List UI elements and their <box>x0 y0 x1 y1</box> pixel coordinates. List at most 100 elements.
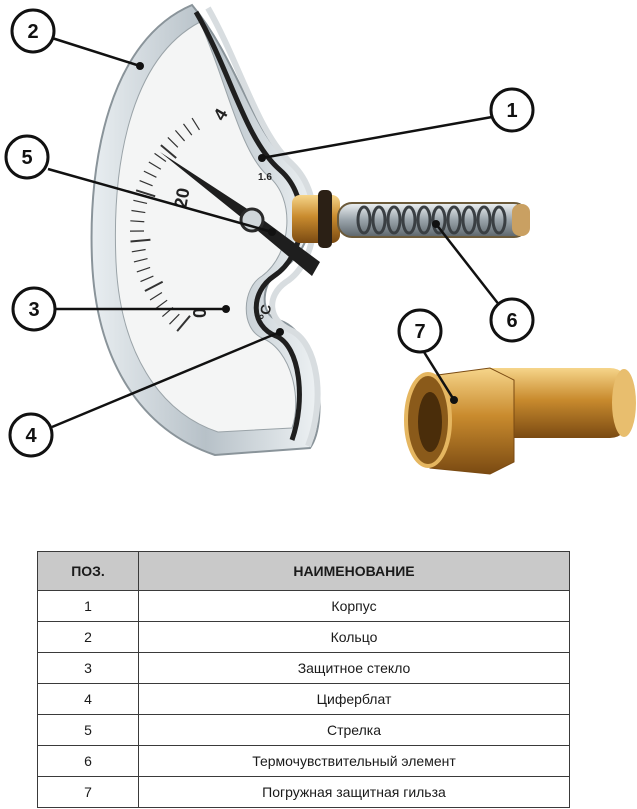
dial-tick <box>160 144 177 159</box>
dial-unit: °C <box>256 303 274 321</box>
thermometer-diagram: 4 20 0 1.6 °C 1 2 3 4 <box>4 3 636 475</box>
callout-5-label: 5 <box>21 147 32 169</box>
housing-cut-edge <box>193 10 304 441</box>
callout-5: 5 <box>4 134 50 180</box>
row-name: Термочувствительный элемент <box>138 745 570 777</box>
callout-6-label: 6 <box>506 310 517 332</box>
row-name: Кольцо <box>138 621 570 653</box>
sensing-coil <box>356 205 507 235</box>
leader-5-dot <box>268 228 276 236</box>
dial-tick <box>130 238 151 243</box>
dial-tick <box>149 292 163 301</box>
dial-tick <box>131 209 146 214</box>
dial-tick <box>131 248 146 253</box>
coil-turn <box>431 205 447 235</box>
coil-turn <box>356 205 372 235</box>
brass-collar <box>292 195 340 243</box>
row-pos: 4 <box>37 683 139 715</box>
coil-turn <box>476 205 492 235</box>
coil-turn <box>491 205 507 235</box>
dial-tick <box>155 299 168 309</box>
dial-tick <box>154 152 167 162</box>
dial-tick <box>133 199 148 205</box>
dial-tick <box>176 315 191 332</box>
row-pos: 1 <box>37 590 139 622</box>
leader-6-dot <box>432 220 440 228</box>
leader-7 <box>422 351 456 401</box>
row-pos: 7 <box>37 776 139 808</box>
dial-small-mark: 1.6 <box>258 172 272 183</box>
callout-4: 4 <box>8 412 54 458</box>
coil-turn <box>416 205 432 235</box>
dial-number-0: 0 <box>190 308 210 318</box>
callout-2: 2 <box>10 8 56 54</box>
callout-4-label: 4 <box>25 425 37 447</box>
dial-tick <box>130 220 145 223</box>
sensing-tube-tip <box>512 204 530 236</box>
dial-tick <box>135 189 156 198</box>
dial-tick <box>169 313 180 325</box>
leader-2 <box>51 36 141 68</box>
coil-turn <box>446 205 462 235</box>
brass-collar-ring <box>318 190 332 248</box>
callout-7: 7 <box>397 308 443 354</box>
sleeve-tube-end <box>612 369 636 437</box>
leader-5 <box>47 167 273 234</box>
dial-tick <box>174 129 186 142</box>
dial-tick <box>133 257 148 263</box>
pointer-needle <box>160 152 320 276</box>
coil-turn <box>461 205 477 235</box>
callout-1: 1 <box>489 87 535 133</box>
dial-tick <box>144 280 164 292</box>
row-pos: 6 <box>37 745 139 777</box>
header-pos: ПОЗ. <box>37 551 139 591</box>
leader-4-dot <box>276 328 284 336</box>
row-pos: 2 <box>37 621 139 653</box>
leader-7-dot <box>450 396 458 404</box>
coil-turn <box>371 205 387 235</box>
dial-ticks <box>129 117 200 332</box>
row-name: Защитное стекло <box>138 652 570 684</box>
callout-6: 6 <box>489 297 535 343</box>
row-pos: 3 <box>37 652 139 684</box>
leader-1 <box>261 115 493 160</box>
dial-tick <box>143 170 157 178</box>
row-name: Погружная защитная гильза <box>138 776 570 808</box>
row-name: Корпус <box>138 590 570 622</box>
dial-tick <box>191 117 200 131</box>
row-pos: 5 <box>37 714 139 746</box>
row-name: Циферблат <box>138 683 570 715</box>
callout-1-label: 1 <box>506 100 517 122</box>
dial-tick <box>148 161 162 170</box>
row-name: Стрелка <box>138 714 570 746</box>
leader-1-dot <box>258 154 266 162</box>
leader-3-dot <box>222 305 230 313</box>
header-name: НАИМЕНОВАНИЕ <box>138 551 570 591</box>
dial-tick <box>136 266 151 273</box>
dial-tick <box>139 179 153 187</box>
dial-tick <box>183 123 193 136</box>
leader-4 <box>51 330 281 429</box>
leader-2-dot <box>136 62 144 70</box>
housing-cut-edge-outer <box>205 6 321 448</box>
coil-turn <box>386 205 402 235</box>
dial-tick <box>167 137 179 148</box>
coil-turn <box>401 205 417 235</box>
sleeve-opening-inner <box>418 392 442 452</box>
callout-2-label: 2 <box>27 21 38 43</box>
callout-3: 3 <box>11 286 57 332</box>
callout-3-label: 3 <box>28 299 39 321</box>
dial-tick <box>140 275 154 283</box>
table-header-row: ПОЗ. НАИМЕНОВАНИЕ <box>37 551 570 591</box>
leader-6 <box>435 223 501 307</box>
callout-7-label: 7 <box>414 321 425 343</box>
dial-face-shape <box>114 21 297 433</box>
